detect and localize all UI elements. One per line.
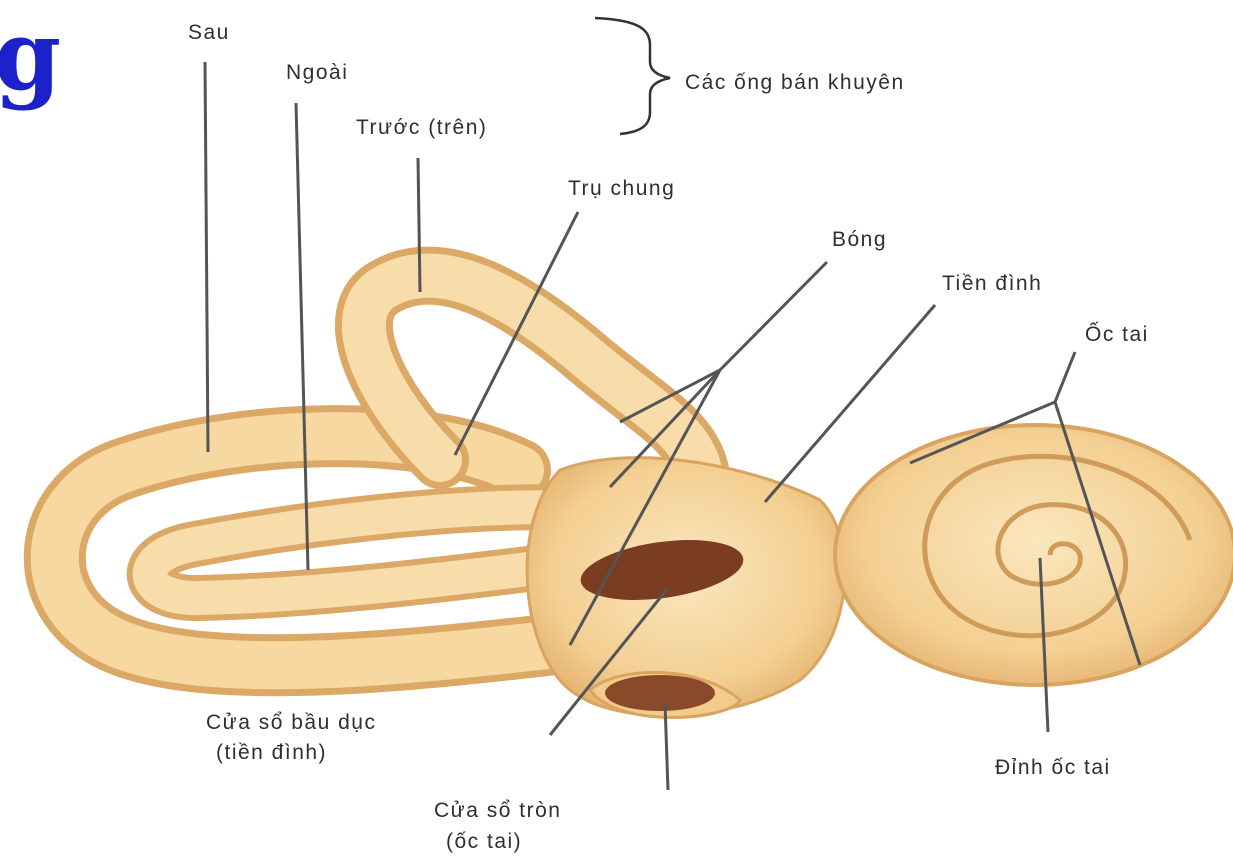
round-window [605,675,715,711]
canal-bracket [595,18,670,134]
label-cochlea-apex: Đỉnh ốc tai [995,757,1111,778]
label-semicircular-canals: Các ống bán khuyên [685,72,905,93]
cochlea-outer [835,425,1233,685]
label-posterior: Sau [188,22,230,43]
label-lateral: Ngoài [286,62,348,83]
label-common-crus: Trụ chung [568,178,675,199]
label-anterior: Trước (trên) [356,117,487,138]
label-oval-window-sub: (tiền đình) [216,742,327,763]
label-vestibule: Tiền đình [942,273,1042,294]
label-round-window-sub: (ốc tai) [446,831,522,852]
label-oval-window: Cửa sổ bầu dục [206,712,376,733]
label-ampulla: Bóng [832,229,887,250]
partial-heading: g [0,8,61,104]
label-cochlea: Ốc tai [1085,324,1149,345]
label-round-window: Cửa sổ tròn [434,800,561,821]
